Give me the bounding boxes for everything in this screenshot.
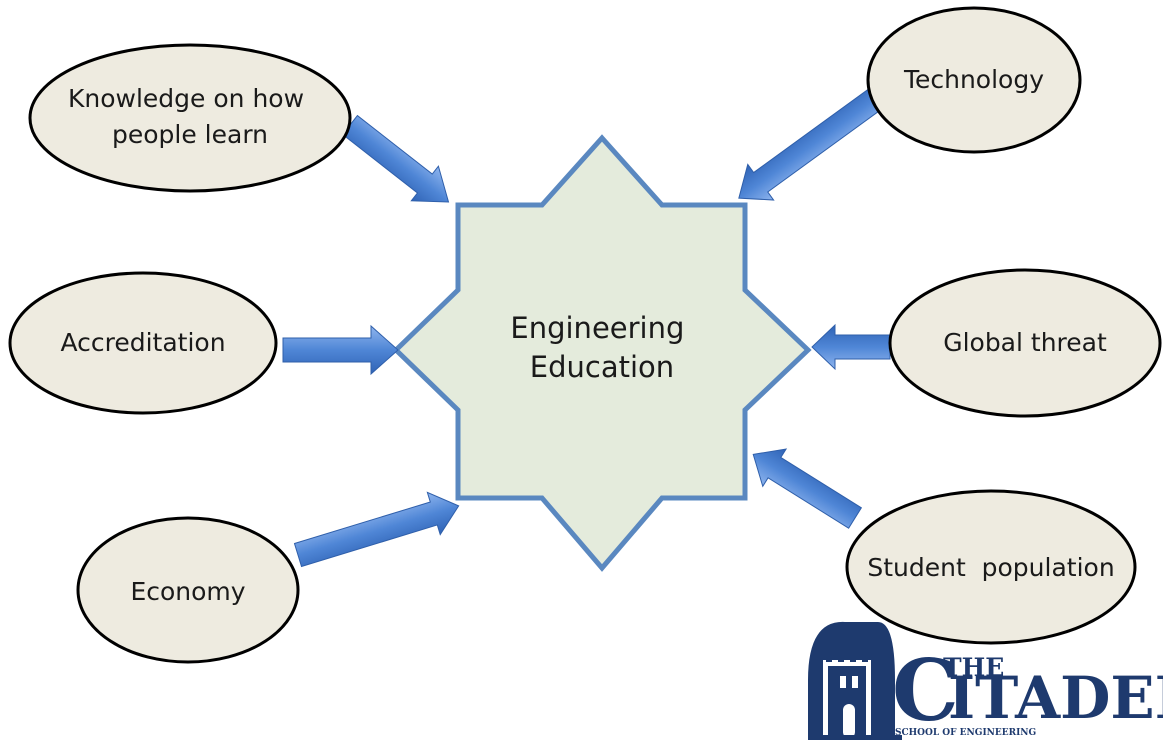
logo-subtitle: SCHOOL OF ENGINEERING: [895, 728, 1036, 738]
logo-c: C: [892, 641, 959, 740]
node-technology: Technology: [866, 6, 1082, 154]
node-economy-label: Economy: [130, 577, 245, 606]
node-knowledge-line-2: people learn: [112, 120, 268, 149]
center-star: [392, 134, 812, 572]
center-label-line-2: Education: [530, 350, 674, 384]
node-global-threat: Global threat: [888, 268, 1162, 418]
center-label: Engineering Education: [510, 311, 693, 384]
citadel-tower-emblem: [808, 621, 902, 740]
node-economy: Economy: [76, 516, 300, 664]
center-label-line-1: Engineering: [510, 311, 684, 345]
node-knowledge-line-1: Knowledge on how: [68, 84, 304, 113]
node-accreditation-label: Accreditation: [60, 328, 225, 357]
node-student-population: Student population: [845, 489, 1137, 645]
node-student-population-label: Student population: [867, 553, 1114, 582]
arrow-economy: [293, 491, 460, 568]
node-knowledge: Knowledge on how people learn: [28, 43, 352, 193]
logo-itadel: ITADEL: [948, 664, 1163, 732]
citadel-logo: THE C ITADEL SCHOOL OF ENGINEERING: [808, 621, 1163, 740]
node-technology-label: Technology: [903, 65, 1044, 94]
logo-the: THE: [943, 653, 1004, 682]
arrow-knowledge: [341, 114, 450, 203]
svg-text:Knowledge on how people: Knowledge on how people learn: [68, 84, 312, 149]
arrow-technology: [738, 86, 886, 201]
node-accreditation: Accreditation: [8, 271, 278, 415]
arrow-student-population: [752, 448, 863, 529]
node-global-threat-label: Global threat: [943, 328, 1107, 357]
arrow-accreditation: [282, 324, 399, 376]
arrow-global-threat: [811, 323, 891, 371]
